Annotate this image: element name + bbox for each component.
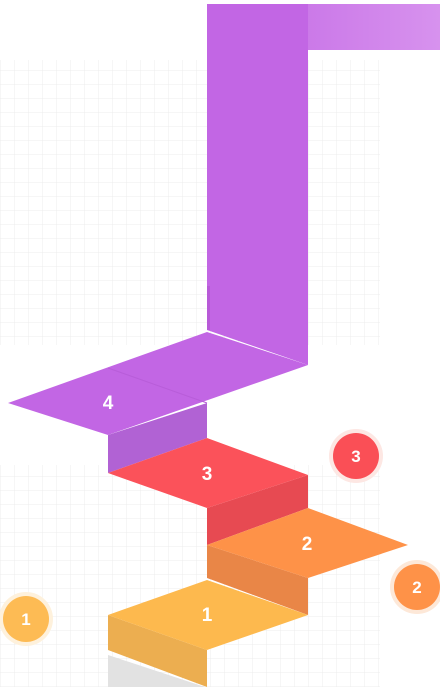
badge-1: 1 <box>0 592 53 646</box>
badge-2: 2 <box>390 560 440 614</box>
badge-3-label: 3 <box>351 447 360 466</box>
badge-1-label: 1 <box>21 610 30 629</box>
badge-3: 3 <box>329 429 383 483</box>
step-1-label: 1 <box>202 605 213 626</box>
badge-2-label: 2 <box>412 578 421 597</box>
step-3-label: 3 <box>202 464 213 485</box>
step-2-label: 2 <box>302 534 313 555</box>
grid-background-upper <box>0 60 380 345</box>
step-4: 4 <box>8 332 308 473</box>
step-4-label: 4 <box>103 393 114 414</box>
